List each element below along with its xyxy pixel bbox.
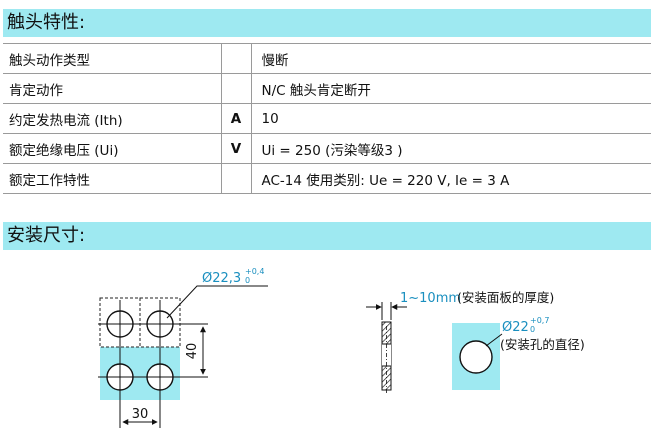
hole-leader xyxy=(485,333,503,347)
spec-value: Ui = 250 (污染等级3 ) xyxy=(251,133,651,164)
spec-value: 10 xyxy=(251,103,651,134)
dashed-outline-left xyxy=(99,297,141,348)
hole-tolerance-upper: +0,4 xyxy=(245,267,264,276)
spec-unit xyxy=(220,73,252,104)
spec-unit xyxy=(220,163,252,194)
hole-diameter-label: Ø22,3 xyxy=(202,271,241,286)
dashed-outline-right xyxy=(139,297,181,348)
hole-label-leader xyxy=(166,285,268,319)
four-hole-pattern-drawing: 40 30 Ø22,3 +0,4 0 xyxy=(98,267,268,428)
panel-cutout-drawing: 1~10mm (安装面板的厚度) Ø22 +0,7 0 (安装孔的直径) xyxy=(366,290,585,395)
spec-unit: A xyxy=(220,103,252,134)
spec-label: 额定绝缘电压 (Ui) xyxy=(3,133,221,164)
spec-label: 触头动作类型 xyxy=(3,43,221,74)
spec-value: 慢断 xyxy=(251,43,651,74)
spec-unit: V xyxy=(220,133,252,164)
spec-value: N/C 触头肯定断开 xyxy=(251,73,651,104)
mounting-hole-tolerance-lower: 0 xyxy=(530,325,535,334)
hole-tolerance-lower: 0 xyxy=(245,276,250,285)
vertical-dimension-value: 40 xyxy=(185,343,200,360)
spec-label: 约定发热电流 (Ith) xyxy=(3,103,221,134)
spec-value: AC-14 使用类别: Ue = 220 V, Ie = 3 A xyxy=(251,163,651,194)
mounting-dimensions-header: 安装尺寸: xyxy=(3,222,651,250)
spec-row: 触头动作类型慢断 xyxy=(3,43,651,74)
spec-unit xyxy=(220,43,252,74)
panel-thickness-note: (安装面板的厚度) xyxy=(457,290,554,305)
contact-characteristics-header: 触头特性: xyxy=(3,9,651,37)
mounting-hole-circle xyxy=(459,340,493,374)
panel-thickness-label: 1~10mm xyxy=(400,291,461,306)
mounting-hole-note: (安装孔的直径) xyxy=(500,337,585,352)
spec-row: 肯定动作 N/C 触头肯定断开 xyxy=(3,73,651,104)
mounting-hole-tolerance-upper: +0,7 xyxy=(530,316,549,325)
mounting-hole-diameter: Ø22 xyxy=(502,320,529,335)
horizontal-dimension-value: 30 xyxy=(132,407,149,422)
spec-label: 额定工作特性 xyxy=(3,163,221,194)
spec-row: 额定工作特性 AC-14 使用类别: Ue = 220 V, Ie = 3 A xyxy=(3,163,651,194)
spec-label: 肯定动作 xyxy=(3,73,221,104)
